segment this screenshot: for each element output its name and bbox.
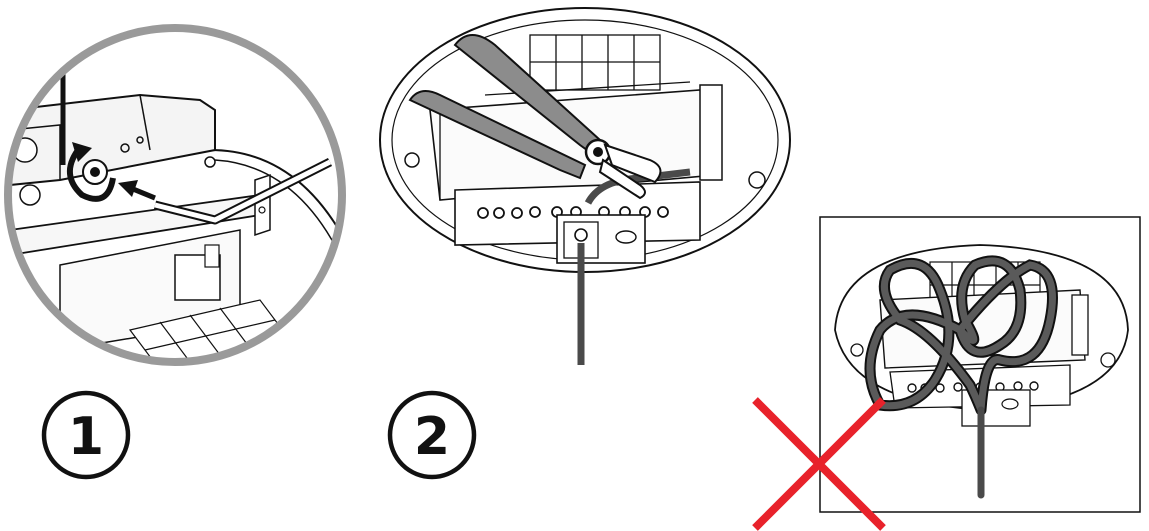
step-1-panel: 1 bbox=[4, 24, 346, 480]
wrong-example-panel bbox=[752, 216, 1141, 531]
step-1-badge: 1 bbox=[41, 390, 131, 480]
coiled-cable bbox=[864, 255, 1058, 499]
step-2-number: 2 bbox=[414, 407, 450, 467]
rotate-arrow-icon bbox=[67, 148, 116, 202]
step-1-number: 1 bbox=[68, 407, 104, 467]
pliers-icon bbox=[408, 34, 662, 200]
cross-mark-icon bbox=[752, 397, 886, 531]
magnifier-ring bbox=[4, 24, 346, 366]
magnified-housing-detail bbox=[8, 28, 342, 362]
step-2-badge: 2 bbox=[387, 390, 477, 480]
step-2-panel: 2 bbox=[379, 7, 791, 480]
